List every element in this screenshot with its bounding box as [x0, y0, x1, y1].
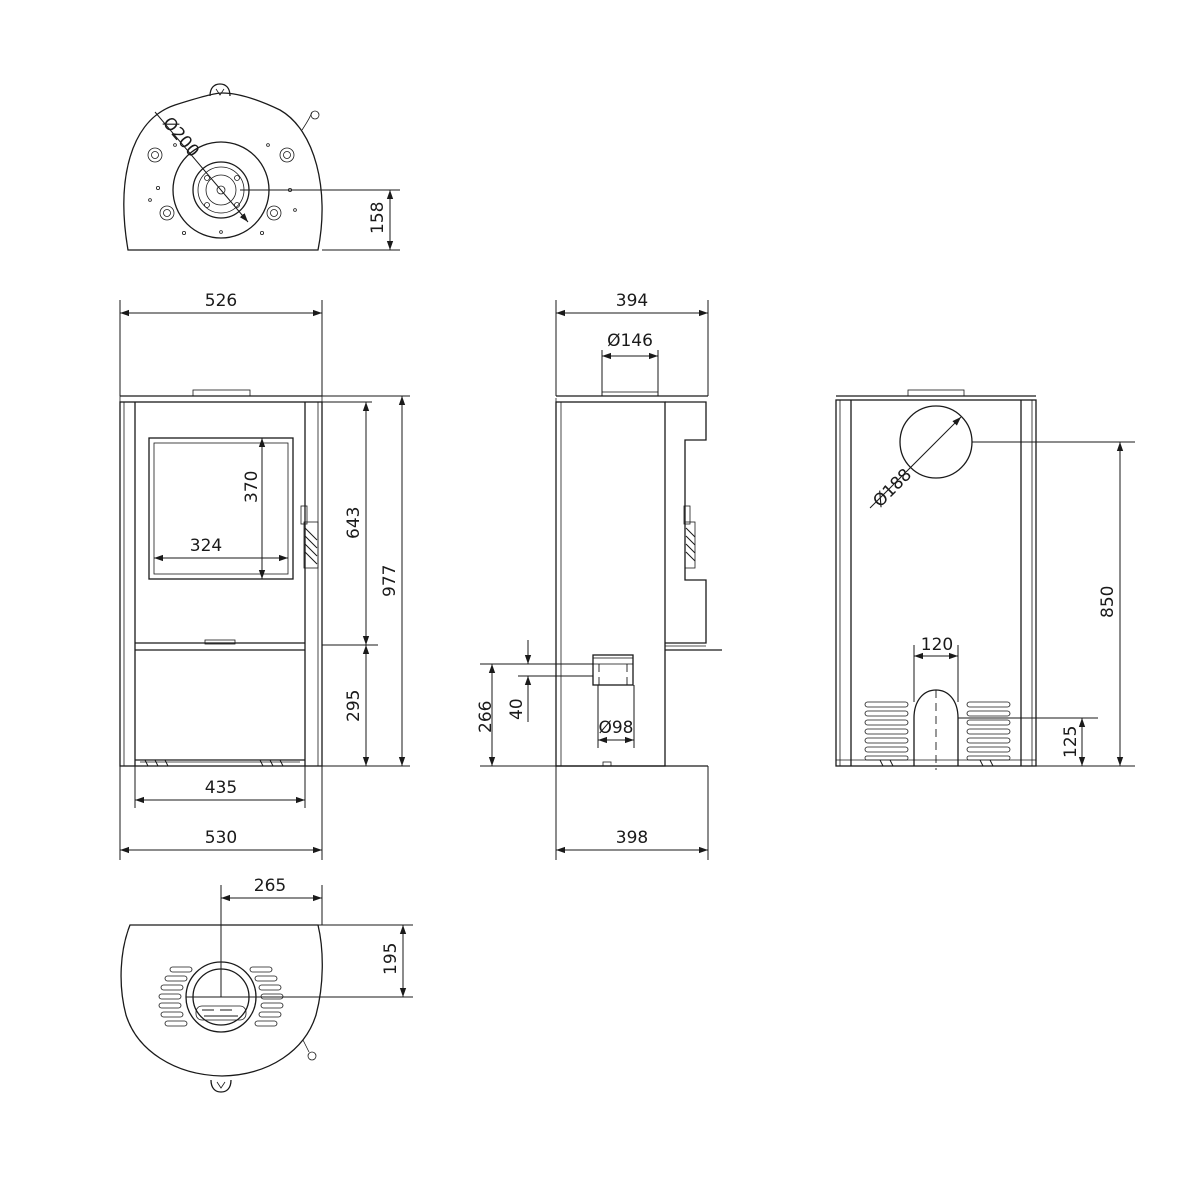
front-lower-height-label: 295 — [344, 690, 364, 722]
rear-opening-width-label: 120 — [921, 635, 953, 655]
rear-opening-height-label: 125 — [1061, 726, 1081, 758]
top-height-offset-label: 158 — [368, 202, 388, 234]
side-air-inlet-height-label: 266 — [476, 701, 496, 733]
front-base-inner-width-label: 435 — [205, 778, 237, 798]
front-window-width-label: 324 — [190, 536, 222, 556]
bottom-view: 265 195 — [120, 876, 413, 1093]
side-air-inlet-offset-label: 40 — [507, 698, 527, 720]
rear-view: Ø188 850 120 125 — [835, 389, 1135, 770]
front-door-height-label: 643 — [344, 507, 364, 539]
front-view: 526 370 324 643 295 977 435 530 — [119, 291, 410, 860]
front-base-width-label: 530 — [205, 828, 237, 848]
side-air-inlet-diameter-label: Ø98 — [598, 718, 633, 738]
rear-flue-height-label: 850 — [1098, 586, 1118, 618]
side-view: 394 Ø146 266 40 Ø98 398 — [476, 291, 722, 860]
rear-flue-diameter-label: Ø188 — [869, 465, 916, 512]
top-flue-diameter-label: Ø200 — [158, 113, 203, 161]
side-flue-diameter-label: Ø146 — [607, 331, 653, 351]
bottom-depth-offset-label: 195 — [381, 943, 401, 975]
front-window-height-label: 370 — [242, 471, 262, 503]
side-top-depth-label: 394 — [616, 291, 648, 311]
side-base-depth-label: 398 — [616, 828, 648, 848]
front-top-width-label: 526 — [205, 291, 237, 311]
top-view: Ø200 158 — [123, 83, 400, 251]
front-total-height-label: 977 — [380, 565, 400, 597]
bottom-center-offset-label: 265 — [254, 876, 286, 896]
